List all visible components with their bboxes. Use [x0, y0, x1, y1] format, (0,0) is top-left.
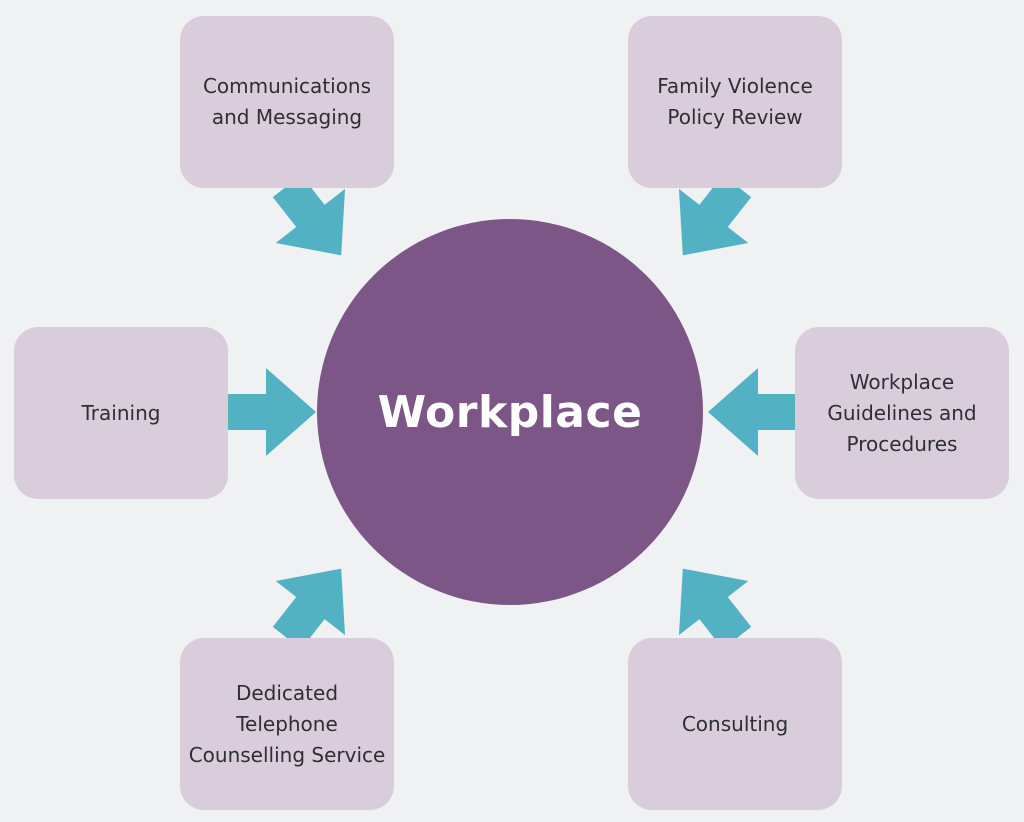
node-family-violence-policy-review: Family Violence Policy Review	[628, 16, 842, 188]
node-workplace-guidelines-and-procedures: Workplace Guidelines and Procedures	[795, 327, 1009, 499]
arrow-communications-to-workplace	[272, 174, 346, 256]
arrow-guidelines-to-workplace	[708, 368, 796, 456]
node-label: Training	[81, 400, 161, 425]
arrow-consulting-to-workplace	[678, 568, 752, 650]
node-label: Communications and Messaging	[202, 74, 372, 129]
node-training: Training	[14, 327, 228, 499]
node-dedicated-telephone-counselling-service: Dedicated Telephone Counselling Service	[180, 638, 394, 810]
node-communications-and-messaging: Communications and Messaging	[180, 16, 394, 188]
node-label: Dedicated Telephone Counselling Service	[188, 680, 386, 767]
arrow-telephone-counselling-to-workplace	[272, 568, 346, 650]
arrow-family-violence-to-workplace	[678, 174, 752, 256]
node-consulting: Consulting	[628, 638, 842, 810]
node-label: Workplace Guidelines and Procedures	[827, 369, 977, 456]
workplace-hub-circle: Workplace	[317, 219, 703, 605]
node-label: Consulting	[681, 711, 789, 736]
arrow-training-to-workplace	[228, 368, 316, 456]
node-label: Family Violence Policy Review	[657, 74, 813, 129]
hub-label: Workplace	[377, 386, 643, 438]
